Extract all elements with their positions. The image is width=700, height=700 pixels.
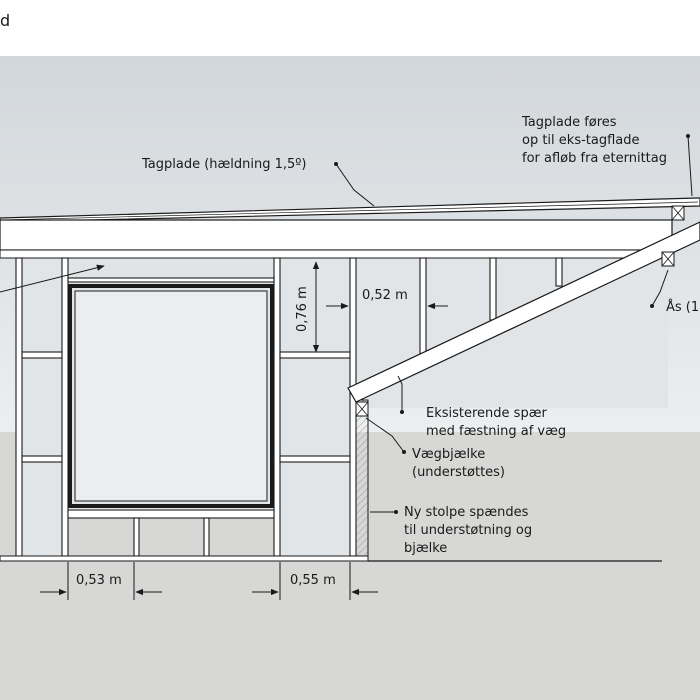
existing-rafter xyxy=(347,221,700,403)
label-purlin: Ås (1 xyxy=(666,299,699,315)
label-wall-beam-1: Vægbjælke xyxy=(412,447,485,462)
dimension-lines xyxy=(40,261,448,600)
label-rafter-1: Eksisterende spær xyxy=(426,406,547,421)
label-new-post-2: til understøtning og xyxy=(404,523,532,538)
label-new-post-3: bjælke xyxy=(404,541,447,556)
leader-lines xyxy=(0,134,693,514)
top-margin xyxy=(0,0,700,56)
corner-text: d xyxy=(0,11,10,30)
label-rafter-2: med fæstning af væg xyxy=(426,424,566,439)
label-roof-note-2: op til eks-tagflade xyxy=(522,133,640,148)
dim-vertical-height: 0,76 m xyxy=(295,286,310,332)
label-roof-note-1: Tagplade føres xyxy=(521,115,617,130)
label-roof-note-3: for afløb fra eternittag xyxy=(522,151,667,166)
window xyxy=(67,281,275,511)
wall-framing xyxy=(15,257,563,557)
label-roof-slope: Tagplade (hældning 1,5º) xyxy=(141,157,307,172)
dim-stud-spacing-top: 0,52 m xyxy=(362,288,408,303)
label-wall-beam-2: (understøttes) xyxy=(412,465,505,480)
dim-stud-spacing-left: 0,53 m xyxy=(76,573,122,588)
new-post xyxy=(355,399,369,557)
dim-stud-spacing-right: 0,55 m xyxy=(290,573,336,588)
label-new-post-1: Ny stolpe spændes xyxy=(404,505,529,520)
bottom-plate xyxy=(0,555,369,562)
roof-plate xyxy=(0,197,700,223)
purlin xyxy=(661,251,675,267)
